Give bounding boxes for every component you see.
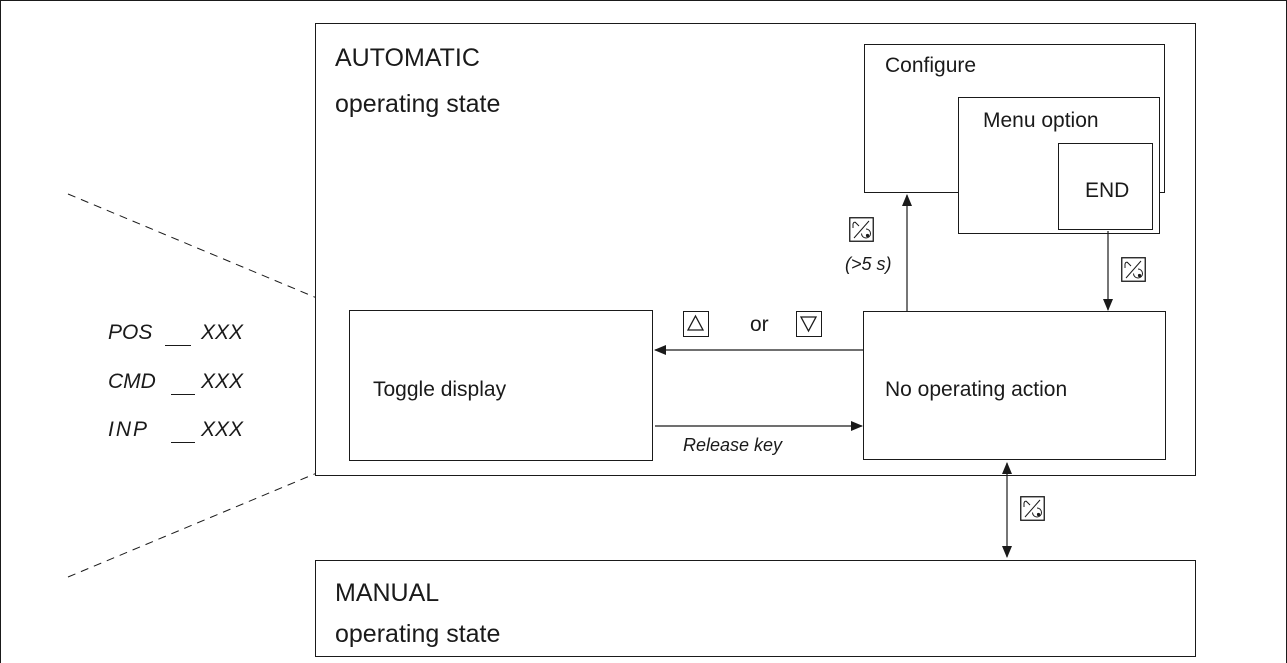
end-label: END	[1085, 179, 1130, 202]
automatic-title-line1: AUTOMATIC	[335, 44, 480, 72]
manual-auto-key-icon	[1121, 257, 1146, 282]
no-operating-action-box	[863, 311, 1166, 460]
manual-state-box	[315, 560, 1196, 657]
toggle-display-box	[349, 310, 653, 461]
up-triangle-key-icon	[683, 311, 709, 337]
automatic-title-line2: operating state	[335, 90, 501, 118]
hold-time-label: (>5 s)	[845, 254, 892, 274]
or-label: or	[750, 313, 769, 336]
no-operating-action-label: No operating action	[885, 378, 1068, 401]
display-value-name: CMD	[108, 370, 156, 393]
display-value-name: POS	[108, 321, 153, 344]
display-value-underline	[171, 394, 195, 395]
end-box	[1058, 143, 1153, 230]
display-value-name: INP	[108, 418, 150, 441]
manual-title-line1: MANUAL	[335, 579, 440, 607]
manual-auto-key-icon	[1020, 496, 1045, 521]
projection-line-bottom	[67, 459, 349, 578]
projection-line-top	[67, 193, 349, 312]
release-key-label: Release key	[683, 435, 783, 455]
display-value-placeholder: XXX	[201, 370, 244, 393]
display-value-underline	[171, 442, 195, 443]
menu-option-label: Menu option	[983, 109, 1099, 132]
manual-auto-key-icon	[849, 217, 874, 242]
manual-title-line2: operating state	[335, 620, 501, 648]
display-value-placeholder: XXX	[201, 418, 244, 441]
display-values-list: POS XXX CMD XXX INP XXX	[108, 321, 268, 443]
toggle-display-label: Toggle display	[373, 378, 507, 401]
display-value-underline	[165, 345, 191, 346]
down-triangle-key-icon	[796, 311, 822, 337]
display-value-placeholder: XXX	[201, 321, 244, 344]
configure-label: Configure	[885, 54, 977, 77]
